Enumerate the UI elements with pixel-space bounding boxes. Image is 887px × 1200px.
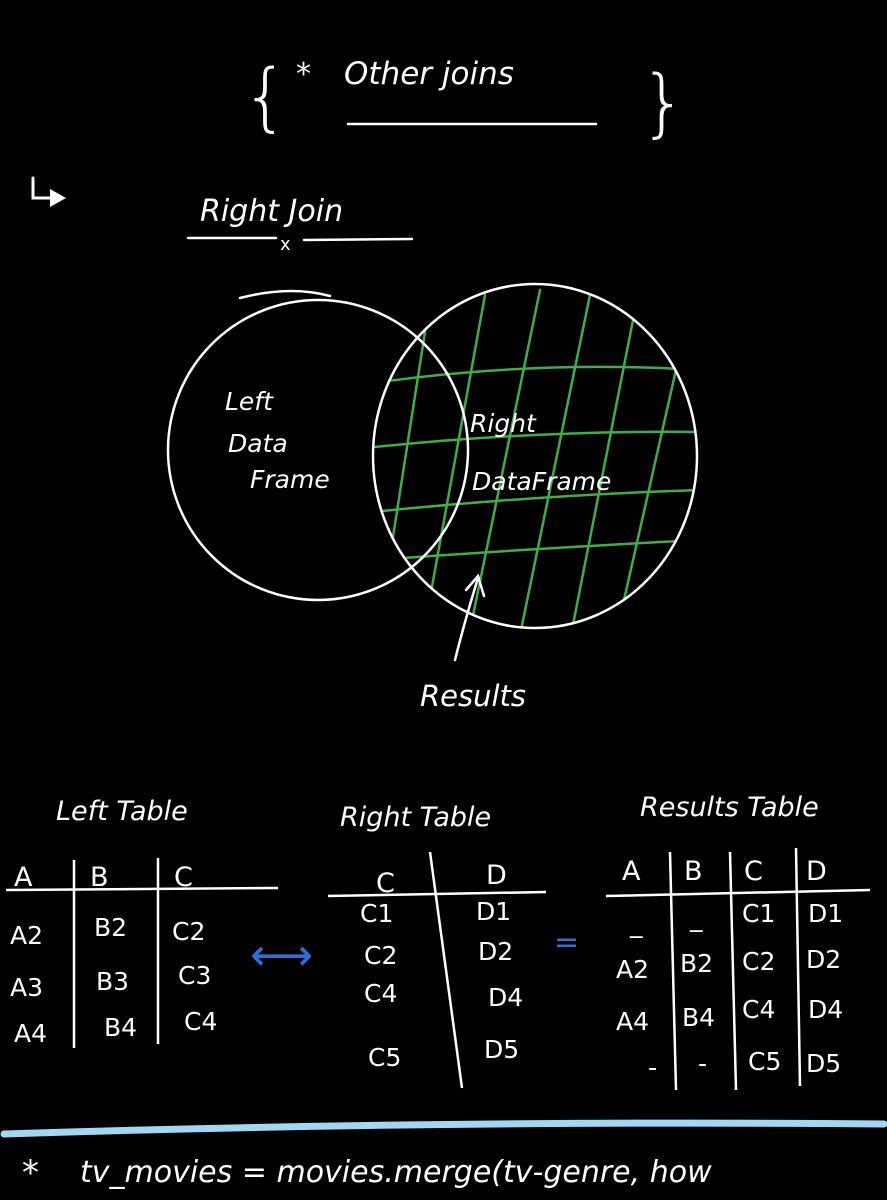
- highlight-rule: [0, 1119, 887, 1138]
- code-line: * tv_movies = movies.merge(tv-genre, how: [22, 1153, 712, 1193]
- results-table-header-b: B: [684, 856, 703, 887]
- left-table-cell-r3-b: B4: [104, 1013, 137, 1042]
- results-table-cell-r4-d: D5: [806, 1049, 841, 1078]
- results-table-divider-1: [668, 851, 678, 1091]
- results-table-cell-r1-d: D1: [808, 899, 843, 928]
- results-table-cell-r3-b: B4: [682, 1003, 715, 1032]
- heading-open-brace: {: [242, 54, 289, 140]
- heading-star: *: [296, 57, 311, 92]
- left-table-cell-r1-c: C2: [172, 917, 205, 946]
- results-table-cell-r3-d: D4: [808, 995, 843, 1024]
- results-table-cell-r2-c: C2: [742, 947, 775, 976]
- left-table-header-a: A: [14, 862, 33, 893]
- results-table-cell-r1-a: _: [629, 909, 643, 938]
- left-circle-overstroke: [238, 289, 332, 300]
- right-table-cell-r1-c: C1: [360, 899, 393, 928]
- left-table-title: Left Table: [56, 796, 188, 827]
- left-frame-label-line1: Left: [225, 387, 274, 416]
- equals-sign: =: [554, 925, 579, 960]
- results-table-cell-r2-a: A2: [616, 955, 649, 984]
- left-table-cell-r1-a: A2: [10, 921, 43, 950]
- right-table-cell-r2-c: C2: [364, 941, 397, 970]
- left-table-cell-r1-b: B2: [94, 913, 127, 942]
- subheading-underline-right: [302, 237, 414, 242]
- right-table: Right Table C D C1 D1 C2 D2 C4 D4 C5 D5: [327, 802, 547, 1089]
- results-table-cell-r2-b: B2: [680, 949, 713, 978]
- left-table-header-rule: [5, 886, 279, 892]
- results-arrow-icon: [453, 576, 480, 662]
- right-table-header-d: D: [486, 860, 507, 891]
- results-table-title: Results Table: [640, 792, 819, 823]
- right-table-cell-r1-d: D1: [476, 897, 511, 926]
- right-frame-label-line1: Right: [470, 409, 537, 438]
- venn-diagram: Left Data Frame Right DataFrame Results: [166, 282, 699, 713]
- left-frame-circle: [166, 298, 470, 602]
- results-table-cell-r3-a: A4: [616, 1007, 649, 1036]
- left-table-cell-r2-c: C3: [178, 961, 211, 990]
- right-table-cell-r3-c: C4: [364, 979, 397, 1008]
- right-table-header-c: C: [376, 868, 395, 899]
- heading-close-brace: }: [640, 60, 687, 146]
- right-frame-circle: [371, 282, 699, 630]
- results-table-cell-r2-d: D2: [806, 945, 841, 974]
- heading: { * Other joins }: [242, 54, 687, 146]
- results-table-cell-r3-c: C4: [742, 995, 775, 1024]
- code-line-star: *: [22, 1153, 39, 1193]
- results-table-cell-r1-b: _: [689, 903, 703, 932]
- results-table-cell-r1-c: C1: [742, 899, 775, 928]
- subheading-arrow-head: [50, 189, 66, 207]
- right-table-divider: [428, 851, 464, 1089]
- results-table-header-rule: [605, 888, 871, 898]
- results-table-header-a: A: [622, 856, 641, 887]
- left-table-cell-r2-a: A3: [10, 973, 43, 1002]
- subheading-title: Right Join: [200, 194, 343, 229]
- right-table-cell-r4-c: C5: [368, 1043, 401, 1072]
- left-table-header-c: C: [174, 862, 193, 893]
- swap-arrow-icon: ⟷: [250, 930, 313, 981]
- right-table-cell-r4-d: D5: [484, 1035, 519, 1064]
- right-table-cell-r2-d: D2: [478, 937, 513, 966]
- left-table-cell-r2-b: B3: [96, 967, 129, 996]
- results-table-divider-3: [794, 847, 802, 1087]
- left-table-cell-r3-c: C4: [184, 1007, 217, 1036]
- results-arrow-head: [464, 573, 486, 598]
- right-table-cell-r3-d: D4: [488, 983, 523, 1012]
- subheading-arrow-icon: [31, 176, 54, 200]
- right-table-title: Right Table: [340, 802, 491, 833]
- right-frame-hatch: [373, 288, 697, 628]
- results-label: Results: [420, 679, 526, 713]
- results-table-cell-r4-b: -: [698, 1049, 707, 1078]
- results-table-header-c: C: [744, 856, 763, 887]
- results-table-cell-r4-c: C5: [748, 1047, 781, 1076]
- left-table-cell-r3-a: A4: [14, 1019, 47, 1048]
- results-table-cell-r4-a: -: [648, 1053, 657, 1082]
- subheading-mark: x: [280, 234, 291, 255]
- left-frame-label-line2: Data: [228, 429, 288, 458]
- right-frame-label-line2: DataFrame: [472, 467, 611, 496]
- results-table-header-d: D: [806, 856, 827, 887]
- results-table-divider-2: [728, 851, 738, 1091]
- results-table: Results Table A B C D _ _ C1 D1 A2 B2 C2…: [605, 792, 871, 1091]
- heading-title: Other joins: [344, 56, 514, 92]
- right-table-header-rule: [327, 890, 547, 898]
- left-table-header-b: B: [90, 862, 109, 893]
- code-line-text: tv_movies = movies.merge(tv-genre, how: [80, 1155, 712, 1190]
- left-frame-label-line3: Frame: [250, 465, 330, 494]
- subheading: Right Join x: [31, 176, 414, 255]
- left-table: Left Table A B C A2 B2 C2 A3 B3 C3 A4 B4…: [5, 796, 279, 1048]
